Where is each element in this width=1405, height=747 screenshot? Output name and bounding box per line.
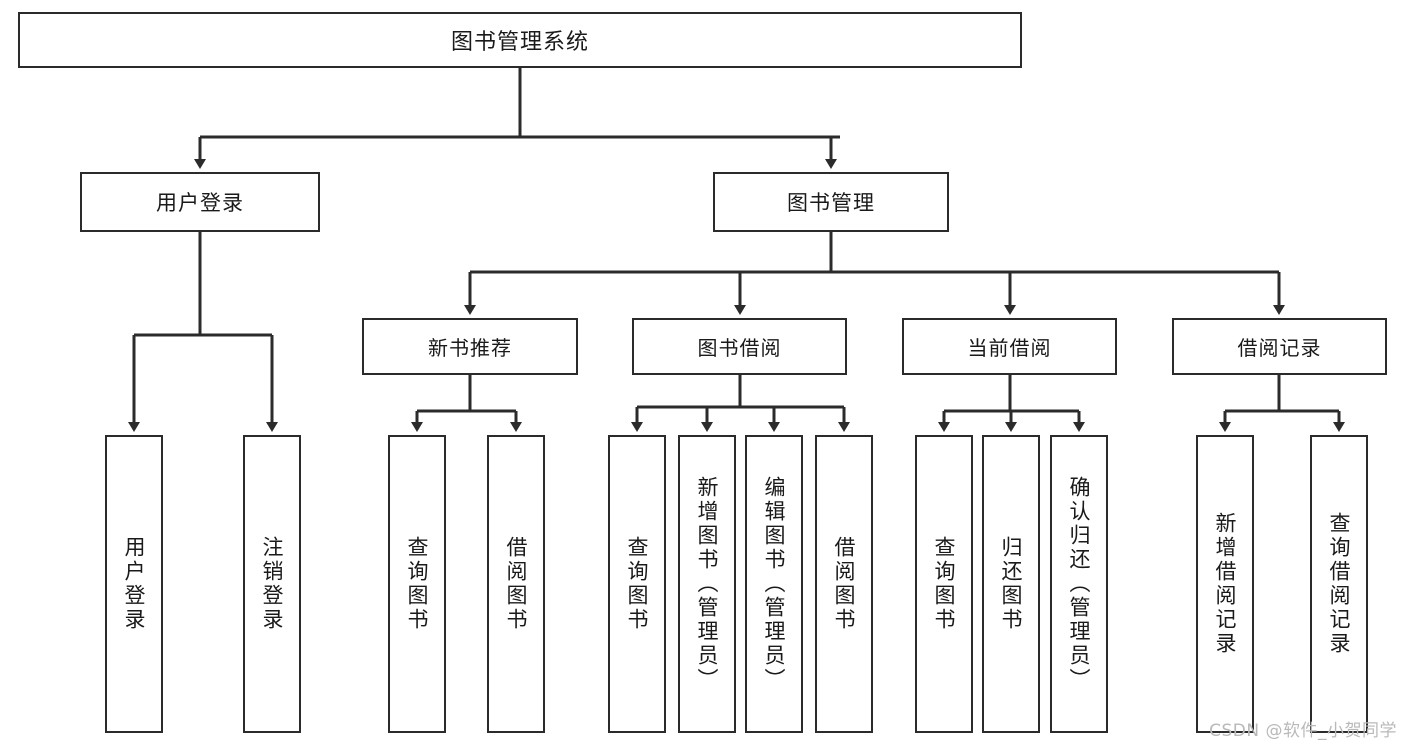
leaf-borrow-query-book-label: 查询图书 <box>625 536 650 632</box>
leaf-edit-book-admin-label: 编辑图书（管理员） <box>762 476 787 692</box>
node-root[interactable]: 图书管理系统 <box>18 12 1022 68</box>
node-borrow-record-label: 借阅记录 <box>1237 336 1322 360</box>
node-user-login-label: 用户登录 <box>156 191 244 215</box>
leaf-user-login[interactable]: 用户登录 <box>105 435 163 733</box>
watermark: CSDN @软件_小贺同学 <box>1209 721 1397 741</box>
leaf-current-query-book[interactable]: 查询图书 <box>915 435 973 733</box>
leaf-return-book[interactable]: 归还图书 <box>982 435 1040 733</box>
leaf-borrow-query-book[interactable]: 查询图书 <box>608 435 666 733</box>
leaf-newbook-borrow-book-label: 借阅图书 <box>504 536 529 632</box>
node-current-borrow[interactable]: 当前借阅 <box>902 318 1117 375</box>
node-new-book-recommend-label: 新书推荐 <box>428 336 512 360</box>
leaf-borrow-book[interactable]: 借阅图书 <box>815 435 873 733</box>
node-book-borrow-label: 图书借阅 <box>697 336 782 360</box>
leaf-current-query-book-label: 查询图书 <box>932 536 957 632</box>
leaf-newbook-query-book-label: 查询图书 <box>405 536 430 632</box>
node-new-book-recommend[interactable]: 新书推荐 <box>362 318 578 375</box>
leaf-query-borrow-record[interactable]: 查询借阅记录 <box>1310 435 1368 733</box>
leaf-edit-book-admin[interactable]: 编辑图书（管理员） <box>745 435 803 733</box>
node-book-management[interactable]: 图书管理 <box>713 172 949 232</box>
leaf-logout-label: 注销登录 <box>260 536 285 632</box>
leaf-add-book-admin-label: 新增图书（管理员） <box>695 476 720 692</box>
leaf-confirm-return-admin-label: 确认归还（管理员） <box>1067 476 1092 692</box>
node-user-login[interactable]: 用户登录 <box>80 172 320 232</box>
leaf-newbook-borrow-book[interactable]: 借阅图书 <box>487 435 545 733</box>
leaf-return-book-label: 归还图书 <box>999 536 1024 632</box>
node-borrow-record[interactable]: 借阅记录 <box>1172 318 1387 375</box>
node-book-borrow[interactable]: 图书借阅 <box>632 318 847 375</box>
leaf-add-borrow-record-label: 新增借阅记录 <box>1213 512 1238 656</box>
leaf-confirm-return-admin[interactable]: 确认归还（管理员） <box>1050 435 1108 733</box>
leaf-logout[interactable]: 注销登录 <box>243 435 301 733</box>
leaf-add-borrow-record[interactable]: 新增借阅记录 <box>1196 435 1254 733</box>
node-current-borrow-label: 当前借阅 <box>967 336 1052 360</box>
leaf-query-borrow-record-label: 查询借阅记录 <box>1327 512 1352 656</box>
leaf-add-book-admin[interactable]: 新增图书（管理员） <box>678 435 736 733</box>
node-root-label: 图书管理系统 <box>450 30 589 55</box>
leaf-user-login-label: 用户登录 <box>122 536 147 632</box>
node-book-management-label: 图书管理 <box>787 191 875 215</box>
leaf-borrow-book-label: 借阅图书 <box>832 536 857 632</box>
leaf-newbook-query-book[interactable]: 查询图书 <box>388 435 446 733</box>
